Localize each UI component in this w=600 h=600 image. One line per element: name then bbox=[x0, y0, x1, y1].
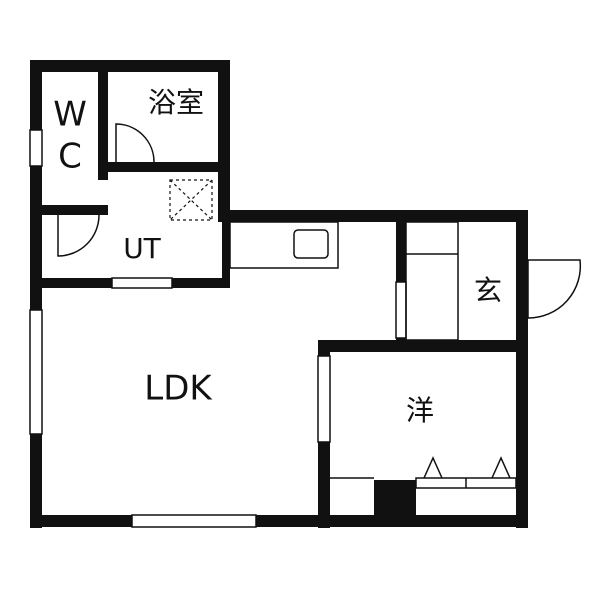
wc-label-w: W bbox=[53, 95, 87, 135]
utility-label: UT bbox=[123, 232, 161, 265]
window-ldk-left bbox=[29, 309, 43, 435]
bath-label: 浴室 bbox=[148, 86, 204, 119]
kitchen-counter bbox=[229, 221, 339, 269]
western-room-label: 洋 bbox=[406, 394, 434, 427]
ldk-label: LDK bbox=[144, 369, 213, 409]
door-entrance bbox=[527, 259, 582, 319]
window-ut-bottom bbox=[111, 277, 173, 289]
fixtures bbox=[169, 179, 517, 489]
entrance-label: 玄 bbox=[474, 274, 502, 307]
window-western-left bbox=[317, 355, 331, 443]
door-bath bbox=[115, 123, 155, 163]
window-entrance-left bbox=[395, 281, 407, 339]
wc-label-c: C bbox=[58, 137, 82, 177]
doors bbox=[57, 123, 582, 319]
kitchen-sink bbox=[293, 229, 329, 259]
walls bbox=[30, 60, 528, 528]
windows bbox=[29, 129, 407, 528]
window-ldk-bottom bbox=[131, 514, 257, 528]
closet-door-left bbox=[423, 456, 443, 479]
window-wc bbox=[29, 129, 43, 167]
washer-pan bbox=[169, 179, 213, 221]
shoe-cabinet bbox=[405, 221, 459, 341]
door-wc bbox=[57, 214, 100, 257]
closet-door-right bbox=[491, 456, 511, 479]
